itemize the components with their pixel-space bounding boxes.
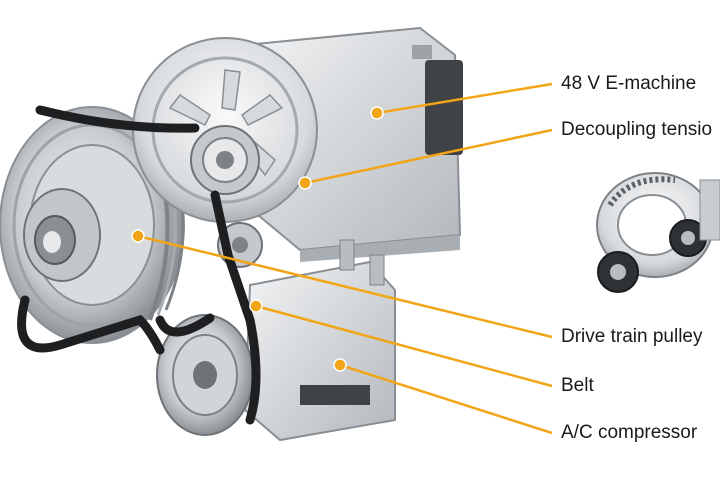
callout-label-e-machine: 48 V E-machine: [561, 73, 697, 94]
leader-line-drive-train-pulley: [137, 234, 553, 339]
decoupling-tensioner-part: [596, 172, 720, 293]
belt-part: [17, 105, 261, 425]
leader-line-ac-compressor: [339, 363, 553, 435]
callout-label-decoupling-tensioner: Decoupling tensio: [561, 119, 713, 140]
ac-compressor-part: [156, 239, 396, 442]
leader-dot-decoupling-tensioner: [298, 176, 312, 190]
leader-dot-belt: [249, 299, 263, 313]
callout-leaders: [131, 82, 553, 435]
drive-train-pulley-part: [0, 106, 185, 344]
leader-line-decoupling-tensioner: [304, 128, 553, 185]
leader-dot-ac-compressor: [333, 358, 347, 372]
callout-label-ac-compressor: A/C compressor: [561, 422, 698, 443]
leader-dot-drive-train-pulley: [131, 229, 145, 243]
leader-line-e-machine: [376, 82, 553, 115]
callout-label-belt: Belt: [561, 375, 594, 396]
leader-dot-e-machine: [370, 106, 384, 120]
callout-label-drive-train-pulley: Drive train pulley: [561, 326, 703, 347]
leader-line-belt: [255, 304, 553, 388]
